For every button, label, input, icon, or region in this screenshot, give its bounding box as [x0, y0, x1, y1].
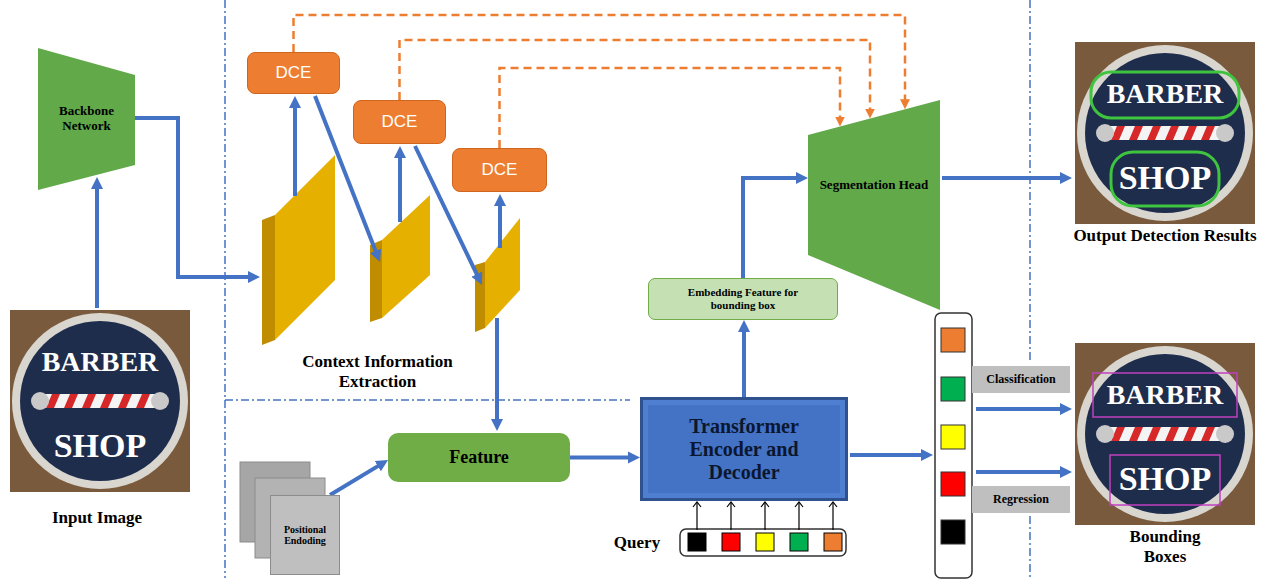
flow-arrows [850, 453, 925, 457]
section-label: Context Information Extraction [270, 352, 485, 391]
dce-box-text: DCE [482, 160, 518, 180]
query-arrows [693, 502, 837, 530]
divider-lines [1029, 0, 1031, 362]
backbone-trapezoid: Backbone Network [38, 48, 135, 190]
flow-arrows [495, 318, 499, 423]
image-illustrations [10, 42, 1255, 525]
dce-box: DCE [452, 148, 547, 192]
feature-maps [485, 218, 520, 328]
flow-arrows [398, 154, 402, 222]
query-arrows [829, 502, 837, 507]
flow-arrows [498, 202, 502, 248]
classification-box: Classification [972, 366, 1070, 393]
backbone-trapezoid-fill [38, 48, 135, 190]
sign-text: BARBER [1075, 381, 1255, 409]
feature-box-text: Feature [449, 447, 509, 468]
image-illustrations [1075, 343, 1255, 525]
dashed-context-arrow [500, 68, 841, 148]
feature-box: Feature [388, 433, 570, 482]
output-vector [941, 472, 965, 496]
positional-encoding-box: Positional Endoding [270, 495, 340, 575]
feature-maps [275, 155, 335, 340]
query-arrows [730, 503, 731, 530]
flow-arrows [976, 407, 1064, 411]
query-label: Query [606, 533, 668, 553]
embedding-box-text: Embedding Feature for bounding box [668, 286, 818, 311]
query-arrows [761, 502, 769, 507]
flow-arrow [742, 328, 746, 397]
query-vector [824, 533, 842, 551]
feature-maps [382, 195, 430, 318]
flow-arrows [293, 104, 297, 196]
classification-box-text: Classification [986, 373, 1055, 387]
flow-arrow [570, 456, 632, 460]
flow-arrows [135, 118, 252, 277]
output-vector [941, 377, 965, 401]
sign-text: BARBER [10, 348, 190, 376]
sign-text: SHOP [1075, 161, 1255, 195]
query-vector [688, 533, 706, 551]
query-vector [680, 529, 846, 556]
query-arrows [832, 503, 833, 530]
output-vector [941, 425, 965, 449]
dce-box: DCE [353, 100, 446, 144]
divider-lines [224, 0, 226, 578]
flow-arrows [97, 96, 1064, 472]
output-vector [941, 328, 965, 352]
sign-text: BARBER [1075, 80, 1255, 108]
feature-maps [262, 215, 275, 345]
sign-text: SHOP [10, 429, 190, 463]
positional-encoding-box-text: Positional Endoding [273, 524, 337, 547]
query-arrows [693, 502, 701, 507]
flow-arrows [95, 185, 99, 308]
divider-lines [1029, 516, 1031, 580]
query-arrows [727, 502, 735, 507]
dashed-context-arrow [294, 15, 906, 102]
image-caption: Output Detection Results [1070, 226, 1260, 246]
flow-arrows [976, 470, 1064, 474]
flow-arrow [743, 178, 800, 278]
sign-text: SHOP [1075, 462, 1255, 496]
image-illustrations [10, 310, 190, 492]
query-arrows [764, 503, 765, 530]
flow-arrow [330, 464, 381, 495]
flow-arrows [942, 176, 1064, 180]
transformer-box: Transformer Encoder and Decoder [640, 397, 848, 501]
query-vector [722, 533, 740, 551]
query-vector [680, 529, 846, 556]
regression-box: Regression [972, 486, 1070, 513]
transformer-box-text: Transformer Encoder and Decoder [669, 415, 819, 484]
divider-lines [225, 399, 630, 401]
query-arrows [696, 503, 697, 530]
dce-box: DCE [247, 52, 340, 94]
backbone-trapezoid-text: Backbone Network [47, 104, 127, 134]
dashed-context-arrow [400, 40, 871, 112]
image-caption: Input Image [7, 508, 187, 528]
query-arrows [798, 503, 799, 530]
query-arrows [795, 502, 803, 507]
query-vector [756, 533, 774, 551]
image-caption: Bounding Boxes [1110, 527, 1220, 566]
image-illustrations [1075, 42, 1255, 224]
dce-box-text: DCE [276, 63, 312, 83]
output-vector [941, 520, 965, 544]
output-vector [935, 313, 972, 578]
segmentation-head-text: Segmentation Head [820, 178, 929, 193]
divider-lines [225, 0, 1030, 580]
regression-box-text: Regression [993, 493, 1049, 507]
embedding-box: Embedding Feature for bounding box [648, 278, 838, 320]
output-vector [935, 313, 972, 578]
query-vector [790, 533, 808, 551]
dce-box-text: DCE [382, 112, 418, 132]
